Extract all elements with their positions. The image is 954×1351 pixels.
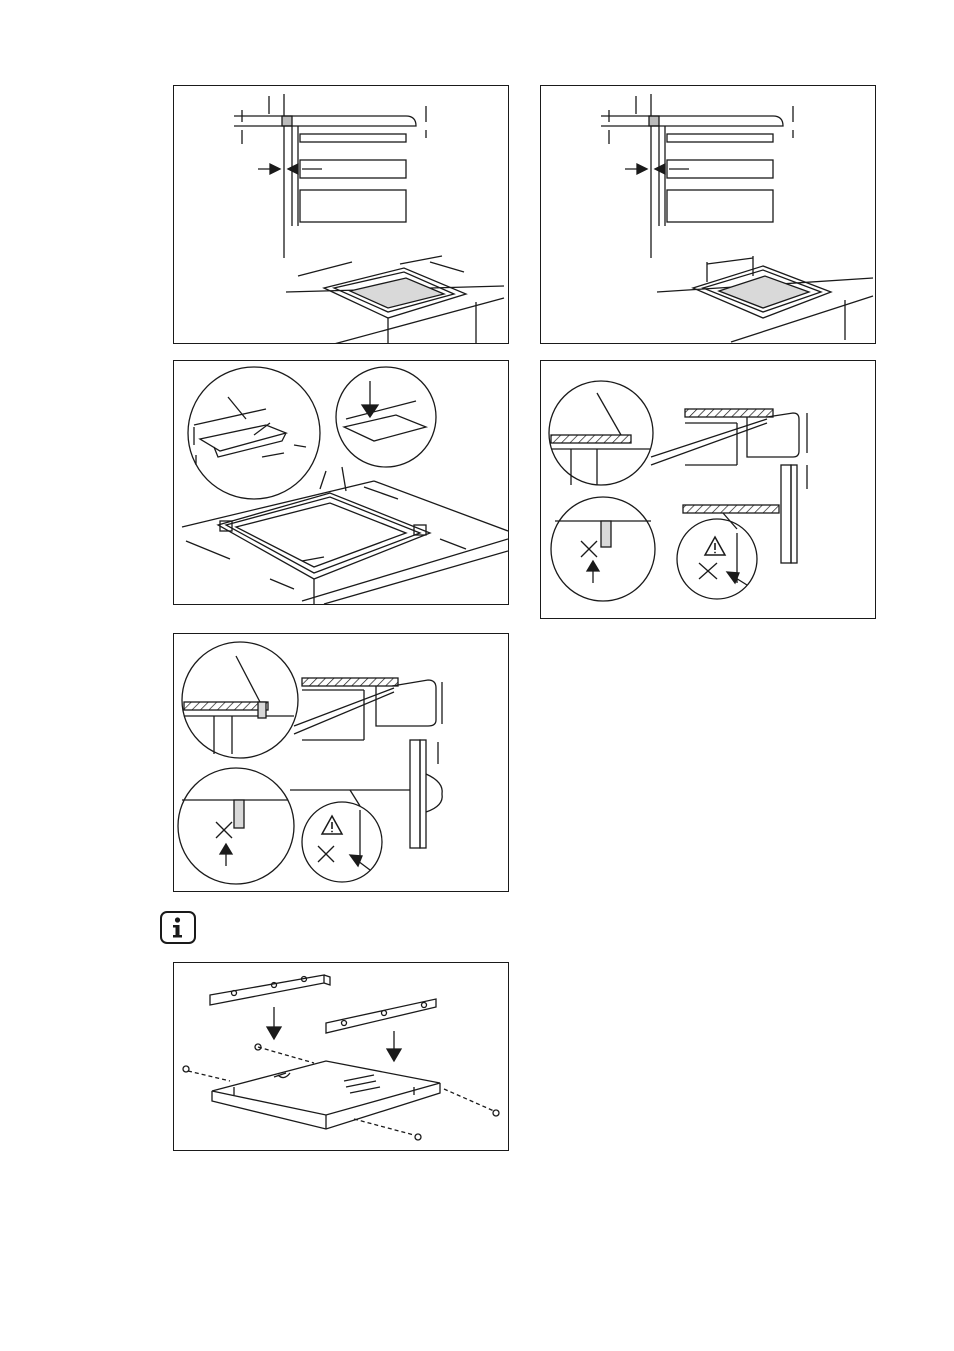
figure-cutout-dimensions-a	[173, 85, 509, 344]
figure-sealant-worktop-b	[540, 360, 876, 619]
figure-cutout-dimensions-b	[540, 85, 876, 344]
sealant-diagram-b	[541, 361, 875, 618]
figure-seal-tape-application	[173, 360, 509, 605]
cutout-diagram-b	[541, 86, 875, 343]
rails-screws-diagram	[174, 963, 508, 1150]
warning-triangle-icon	[322, 816, 342, 834]
info-icon	[160, 911, 196, 944]
sealant-diagram-a	[174, 634, 508, 891]
warning-triangle-icon	[705, 537, 725, 555]
figure-frame-rails-screws	[173, 962, 509, 1151]
seal-tape-diagram	[174, 361, 508, 604]
cutout-diagram-a	[174, 86, 508, 343]
figure-sealant-worktop-a	[173, 633, 509, 892]
